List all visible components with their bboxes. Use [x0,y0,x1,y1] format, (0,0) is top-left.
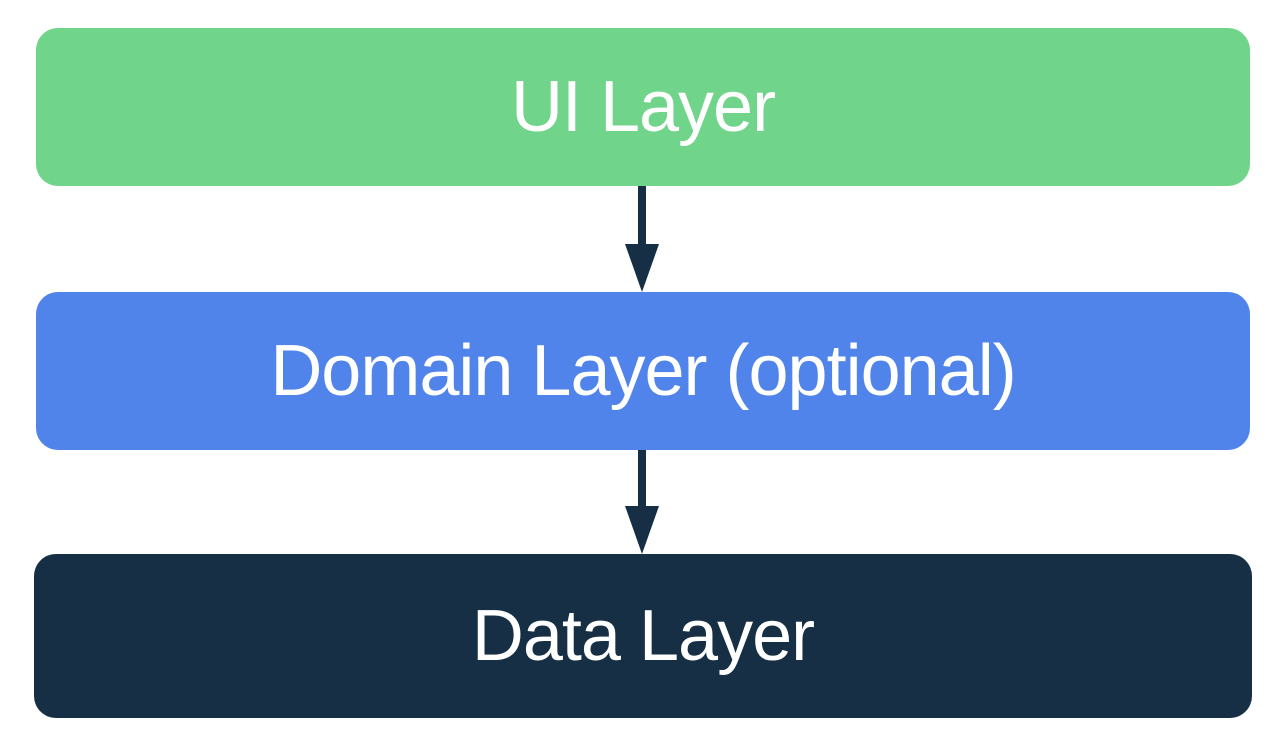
domain-layer-label: Domain Layer (optional) [270,331,1016,411]
data-layer-box: Data Layer [34,554,1252,718]
arrow-down-icon [622,186,662,292]
ui-layer-box: UI Layer [36,28,1250,186]
data-layer-label: Data Layer [471,596,815,676]
domain-layer-box: Domain Layer (optional) [36,292,1250,450]
arrow-down-icon [622,450,662,554]
ui-layer-label: UI Layer [510,67,776,147]
